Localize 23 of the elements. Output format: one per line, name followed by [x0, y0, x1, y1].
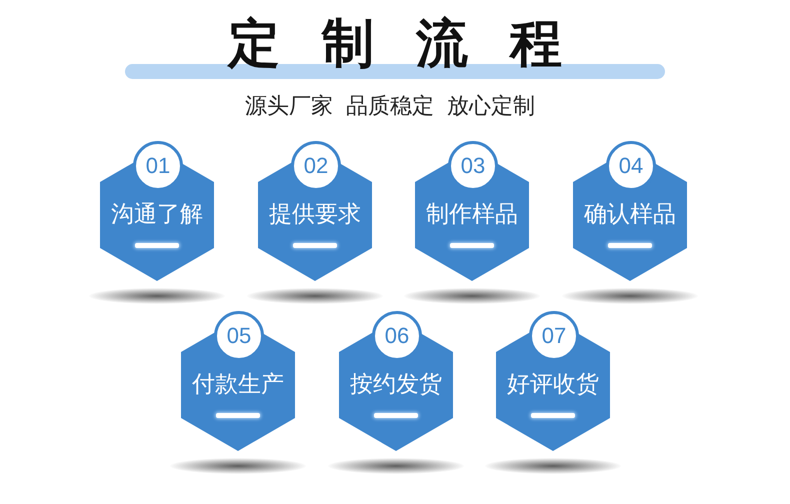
title: 定制流程 — [228, 18, 604, 70]
step-hexagon — [100, 141, 214, 281]
number-circle: 02 — [291, 141, 341, 191]
step-hexagon — [339, 311, 453, 451]
step-label: 沟通了解 — [111, 204, 203, 226]
number-circle: 07 — [529, 311, 579, 361]
step-label: 按约发货 — [350, 374, 442, 396]
step-label: 制作样品 — [426, 204, 518, 226]
subtitle: 源头厂家 品质稳定 放心定制 — [245, 96, 535, 118]
step-hexagon — [181, 311, 295, 451]
number-circle: 06 — [372, 311, 422, 361]
step-label: 好评收货 — [507, 374, 599, 396]
step-hexagon — [573, 141, 687, 281]
number-circle: 03 — [448, 141, 498, 191]
step-hexagon — [415, 141, 529, 281]
step-hexagon — [496, 311, 610, 451]
step-hexagon — [258, 141, 372, 281]
step-label: 提供要求 — [269, 204, 361, 226]
step-label: 确认样品 — [584, 204, 676, 226]
number-circle: 04 — [606, 141, 656, 191]
number-circle: 05 — [214, 311, 264, 361]
number-circle: 01 — [133, 141, 183, 191]
step-label: 付款生产 — [192, 374, 284, 396]
